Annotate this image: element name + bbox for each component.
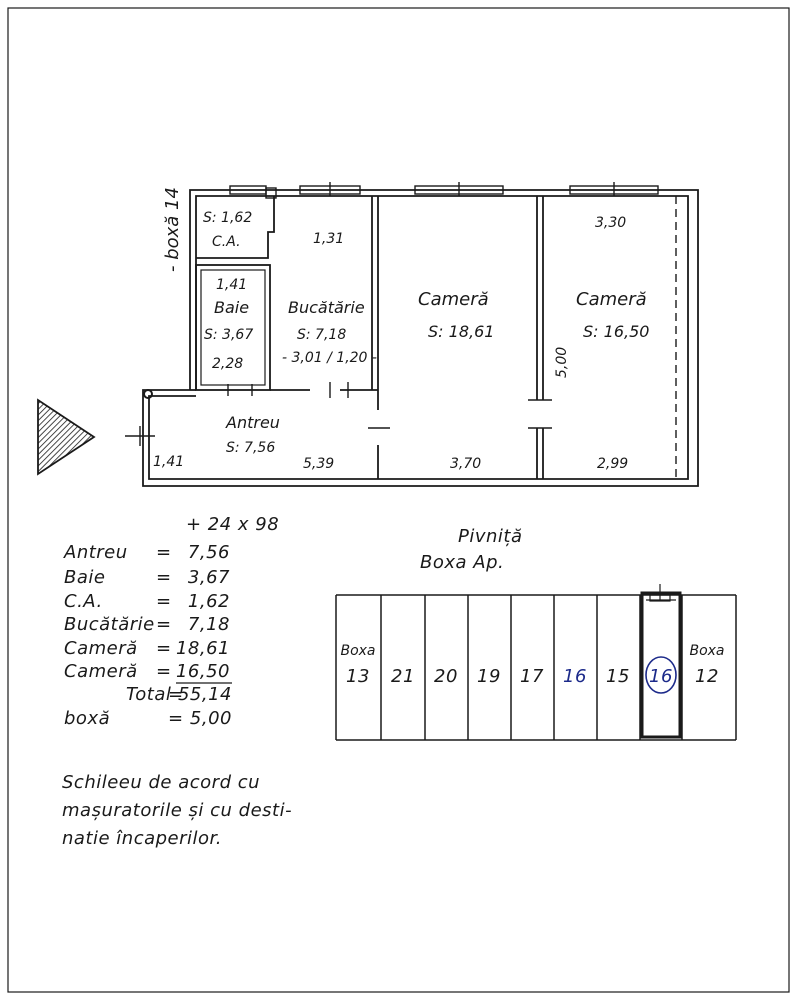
basement-box-number: 20 bbox=[434, 666, 458, 687]
summary-row: C.A. = 1,62 bbox=[64, 591, 230, 612]
summary-total-eq: = bbox=[168, 684, 184, 705]
basement-box-number: 19 bbox=[477, 666, 501, 687]
summary-row-name: Cameră bbox=[64, 638, 138, 659]
room2-area: S: 16,50 bbox=[583, 322, 649, 341]
note-line: natie încaperilor. bbox=[62, 828, 222, 849]
summary-row: Baie = 3,67 bbox=[64, 567, 230, 588]
hall-name: Antreu bbox=[225, 413, 280, 432]
summary-row-eq: = bbox=[156, 591, 172, 612]
room-height-dim: 5,00 bbox=[554, 347, 570, 378]
basement-box-number: 15 bbox=[606, 666, 630, 687]
windows bbox=[229, 182, 659, 199]
summary-box-eq: = bbox=[168, 708, 184, 729]
basement-box-label: Boxa bbox=[689, 643, 724, 659]
kitchen-area: S: 7,18 bbox=[297, 327, 346, 343]
summary-row-eq: = bbox=[156, 542, 172, 563]
basement-grid bbox=[335, 584, 737, 741]
summary-total-value: 55,14 bbox=[178, 684, 232, 705]
bath-dim-top: 1,41 bbox=[216, 277, 247, 293]
area-summary: + 24 x 98 Antreu = 7,56 Baie = 3,67 C.A.… bbox=[63, 514, 279, 729]
dim-370: 3,70 bbox=[450, 456, 481, 472]
summary-row-eq: = bbox=[156, 567, 172, 588]
basement-box-number: 16 bbox=[563, 666, 587, 687]
kitchen-name: Bucătărie bbox=[288, 298, 365, 317]
basement-subtitle: Boxa Ap. bbox=[420, 552, 504, 573]
basement-plan: Pivniță Boxa Ap. Boxa 13 21 20 19 17 bbox=[335, 526, 737, 741]
basement-box-number: 12 bbox=[695, 666, 719, 687]
summary-row-eq: = bbox=[156, 614, 172, 635]
summary-header: + 24 x 98 bbox=[186, 514, 279, 535]
note-line: Schileeu de acord cu bbox=[62, 772, 260, 793]
summary-row-name: Antreu bbox=[63, 542, 128, 563]
summary-row-name: Bucătărie bbox=[64, 614, 155, 635]
bath-name: Baie bbox=[214, 298, 249, 317]
summary-row-value: 1,62 bbox=[188, 591, 230, 612]
basement-box-number: 16 bbox=[649, 666, 673, 687]
bath-area: S: 3,67 bbox=[204, 327, 253, 343]
room1-area: S: 18,61 bbox=[428, 322, 494, 341]
summary-total-label: Total bbox=[126, 684, 171, 705]
room2-dim-top: 3,30 bbox=[595, 215, 626, 231]
ca-name: C.A. bbox=[212, 234, 241, 250]
summary-row-value: 7,56 bbox=[188, 542, 230, 563]
summary-row-eq: = bbox=[156, 661, 172, 682]
summary-row-value: 7,18 bbox=[188, 614, 230, 635]
summary-row: Bucătărie = 7,18 bbox=[64, 614, 230, 635]
basement-box-number: 17 bbox=[520, 666, 544, 687]
ca-area: S: 1,62 bbox=[203, 210, 252, 226]
room2-name: Cameră bbox=[576, 289, 647, 310]
note: Schileeu de acord cu mașuratorile și cu … bbox=[62, 772, 292, 849]
basement-box-number: 13 bbox=[346, 666, 370, 687]
floor-plan bbox=[125, 182, 699, 487]
summary-row-value: 18,61 bbox=[176, 638, 230, 659]
door-marks bbox=[125, 382, 552, 446]
hall-area: S: 7,56 bbox=[226, 440, 275, 456]
basement-box-number: 21 bbox=[391, 666, 415, 687]
summary-row-name: C.A. bbox=[64, 591, 103, 612]
box-circle-mark bbox=[645, 656, 677, 694]
summary-row: Cameră = 16,50 bbox=[64, 661, 230, 682]
entrance-arrow-icon bbox=[37, 398, 96, 476]
summary-row-name: Baie bbox=[64, 567, 105, 588]
basement-title: Pivniță bbox=[458, 526, 523, 547]
basement-box-label: Boxa bbox=[340, 643, 375, 659]
summary-row-value: 3,67 bbox=[188, 567, 230, 588]
kitchen-dim-top: 1,31 bbox=[313, 231, 344, 247]
bath-dim-bottom: 2,28 bbox=[212, 356, 243, 372]
dim-539: 5,39 bbox=[303, 456, 334, 472]
sheet-border bbox=[7, 7, 790, 993]
summary-row-eq: = bbox=[156, 638, 172, 659]
highlighted-box bbox=[640, 591, 682, 739]
dim-141-left: 1,41 bbox=[153, 454, 184, 470]
dim-299: 2,99 bbox=[597, 456, 628, 472]
summary-row: Antreu = 7,56 bbox=[63, 542, 230, 563]
summary-box-name: boxă bbox=[64, 708, 110, 729]
box-side-label: - boxă 14 bbox=[162, 187, 183, 272]
room1-name: Cameră bbox=[418, 289, 489, 310]
summary-box-value: 5,00 bbox=[190, 708, 232, 729]
summary-row: Cameră = 18,61 bbox=[64, 638, 230, 659]
plan-labels: - boxă 14 S: 1,62 C.A. 1,31 1,41 Baie S:… bbox=[153, 187, 649, 472]
interior-walls bbox=[195, 196, 544, 479]
summary-row-name: Cameră bbox=[64, 661, 138, 682]
summary-row-value: 16,50 bbox=[176, 661, 230, 682]
kitchen-dim: - 3,01 / 1,20 - bbox=[282, 350, 377, 366]
note-line: mașuratorile și cu desti- bbox=[62, 800, 292, 821]
